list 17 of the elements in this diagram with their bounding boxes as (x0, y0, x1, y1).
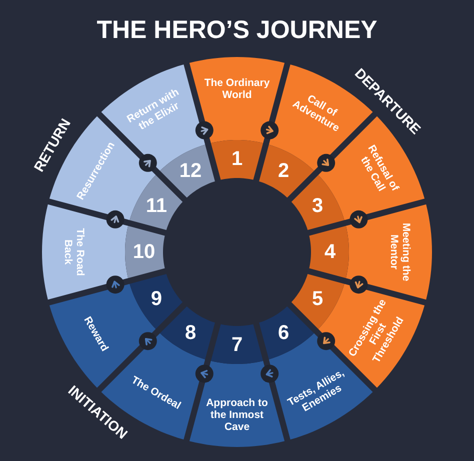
stage-number: 4 (324, 241, 336, 263)
stage-name: The Ordinary World (204, 77, 270, 101)
stage-number: 12 (179, 160, 202, 182)
stage-number: 2 (278, 160, 290, 182)
stage-number: 11 (146, 194, 168, 216)
stage-number: 10 (132, 241, 156, 263)
stage-number: 8 (184, 322, 196, 344)
title: THE HERO’S JOURNEY (96, 15, 378, 45)
stage-number: 9 (150, 288, 162, 310)
stage-name: Approach to the Inmost Cave (205, 397, 269, 433)
stage-number: 7 (231, 334, 243, 356)
stage-number: 5 (312, 288, 324, 310)
stage-number: 6 (278, 322, 290, 344)
stage-name: The Road Back (62, 227, 86, 278)
stage-name: Meeting the Mentor (388, 222, 412, 284)
stage-number: 1 (231, 148, 243, 170)
stage-number: 3 (312, 194, 324, 216)
